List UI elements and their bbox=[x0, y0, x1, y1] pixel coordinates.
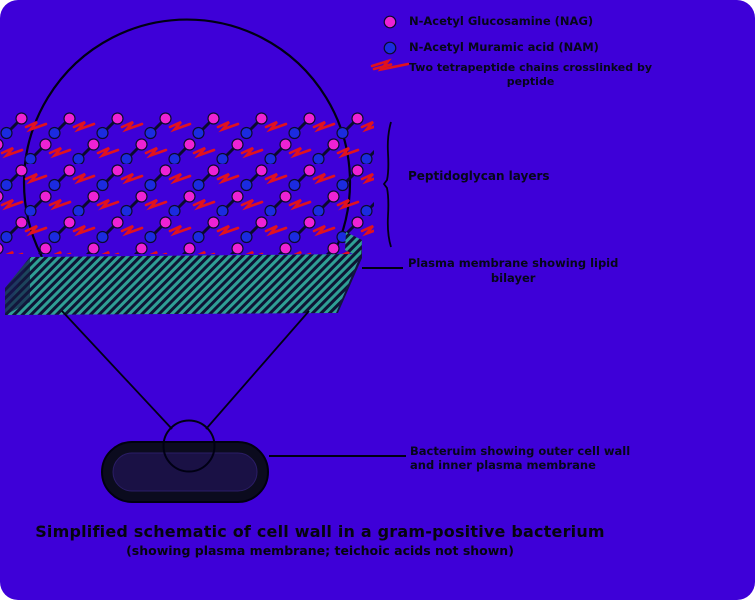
legend-label-tetrapeptide-line1: Two tetrapeptide chains crosslinked by bbox=[409, 61, 653, 74]
zoom-source-circle bbox=[162, 419, 216, 473]
magnifier-line-left bbox=[61, 310, 173, 430]
legend-label-tetrapeptide-line2: peptide bbox=[506, 75, 555, 88]
legend-label-nam: N-Acetyl Muramic acid (NAM) bbox=[409, 40, 599, 54]
magnifier-line-right bbox=[205, 310, 310, 430]
legend-label-tetrapeptide: Two tetrapeptide chains crosslinked by p… bbox=[409, 61, 652, 89]
membrane-label-line2: bilayer bbox=[490, 271, 536, 285]
bacterium-label: Bacteruim showing outer cell wall and in… bbox=[410, 444, 630, 472]
membrane-label-line1: Plasma membrane showing lipid bbox=[408, 256, 619, 270]
peptidoglycan-brace bbox=[382, 121, 392, 248]
legend-label-nag: N-Acetyl Glucosamine (NAG) bbox=[409, 14, 594, 28]
plasma-membrane-graphic bbox=[5, 232, 362, 315]
diagram-title: Simplified schematic of cell wall in a g… bbox=[35, 522, 605, 541]
peptidoglycan-lattice bbox=[0, 112, 374, 254]
membrane-label: Plasma membrane showing lipid bilayer bbox=[408, 256, 618, 286]
legend-nam-icon bbox=[383, 41, 397, 55]
legend-nag-icon bbox=[383, 15, 397, 29]
bacterium-label-line2: and inner plasma membrane bbox=[410, 458, 596, 472]
bacterium-label-line1: Bacteruim showing outer cell wall bbox=[410, 444, 631, 458]
peptidoglycan-label: Peptidoglycan layers bbox=[408, 169, 550, 183]
diagram-subtitle: (showing plasma membrane; teichoic acids… bbox=[126, 543, 514, 558]
legend-zigzag-icon bbox=[370, 58, 410, 72]
